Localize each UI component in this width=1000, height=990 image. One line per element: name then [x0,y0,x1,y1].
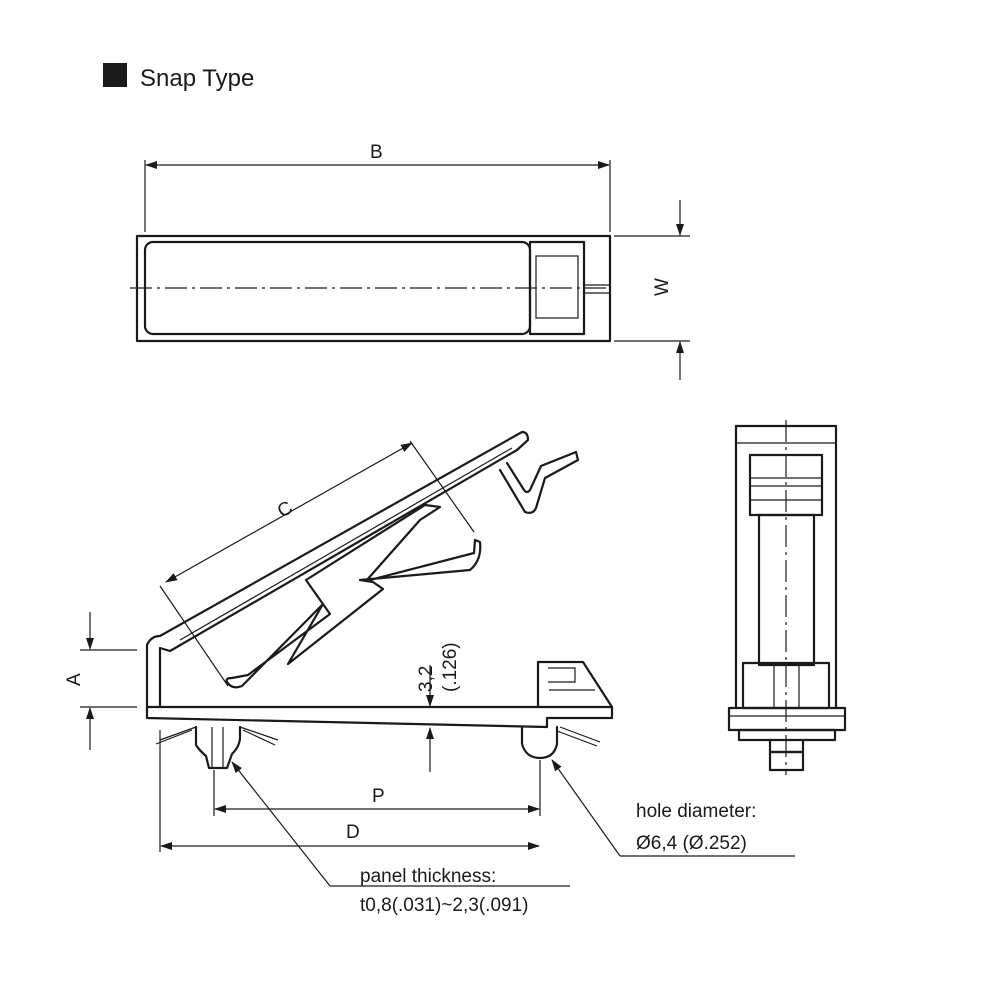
snap-rivet-wings [155,726,279,746]
hole-diameter-value: Ø6,4 (Ø.252) [636,833,747,854]
dimension-w-label: W [652,278,673,296]
title-bullet-square [103,63,127,87]
hole-diameter-label: hole diameter: [636,801,756,822]
top-view-latch-inner [535,255,579,319]
end-view-base [727,706,847,732]
height-dim-inch: (.126) [440,642,461,692]
end-view [727,420,847,775]
dimension-a-label: A [64,673,85,686]
hole-diameter-leader [551,759,621,857]
diagram-title: Snap Type [140,65,254,92]
panel-thickness-label: panel thickness: [360,866,496,887]
lid-hook [498,450,580,514]
side-view: A C 3,2 (.126) P D panel thickness: t0,8… [64,430,795,916]
lid-arm [145,430,530,709]
dimension-b-label: B [370,142,383,163]
dimension-p-label: P [372,786,385,807]
top-view: B W [130,142,690,380]
dimension-c-line [165,442,413,583]
base-plate [145,705,614,729]
locating-pin [520,725,559,760]
panel-thickness-leader [231,761,331,887]
dimension-d-label: D [346,822,360,843]
panel-thickness-value: t0,8(.031)~2,3(.091) [360,895,528,916]
latch-block [536,660,614,709]
height-dim-mm: 3,2 [416,666,437,692]
snap-rivet [194,725,242,770]
end-view-pin [768,750,805,772]
spring-element [225,503,482,689]
